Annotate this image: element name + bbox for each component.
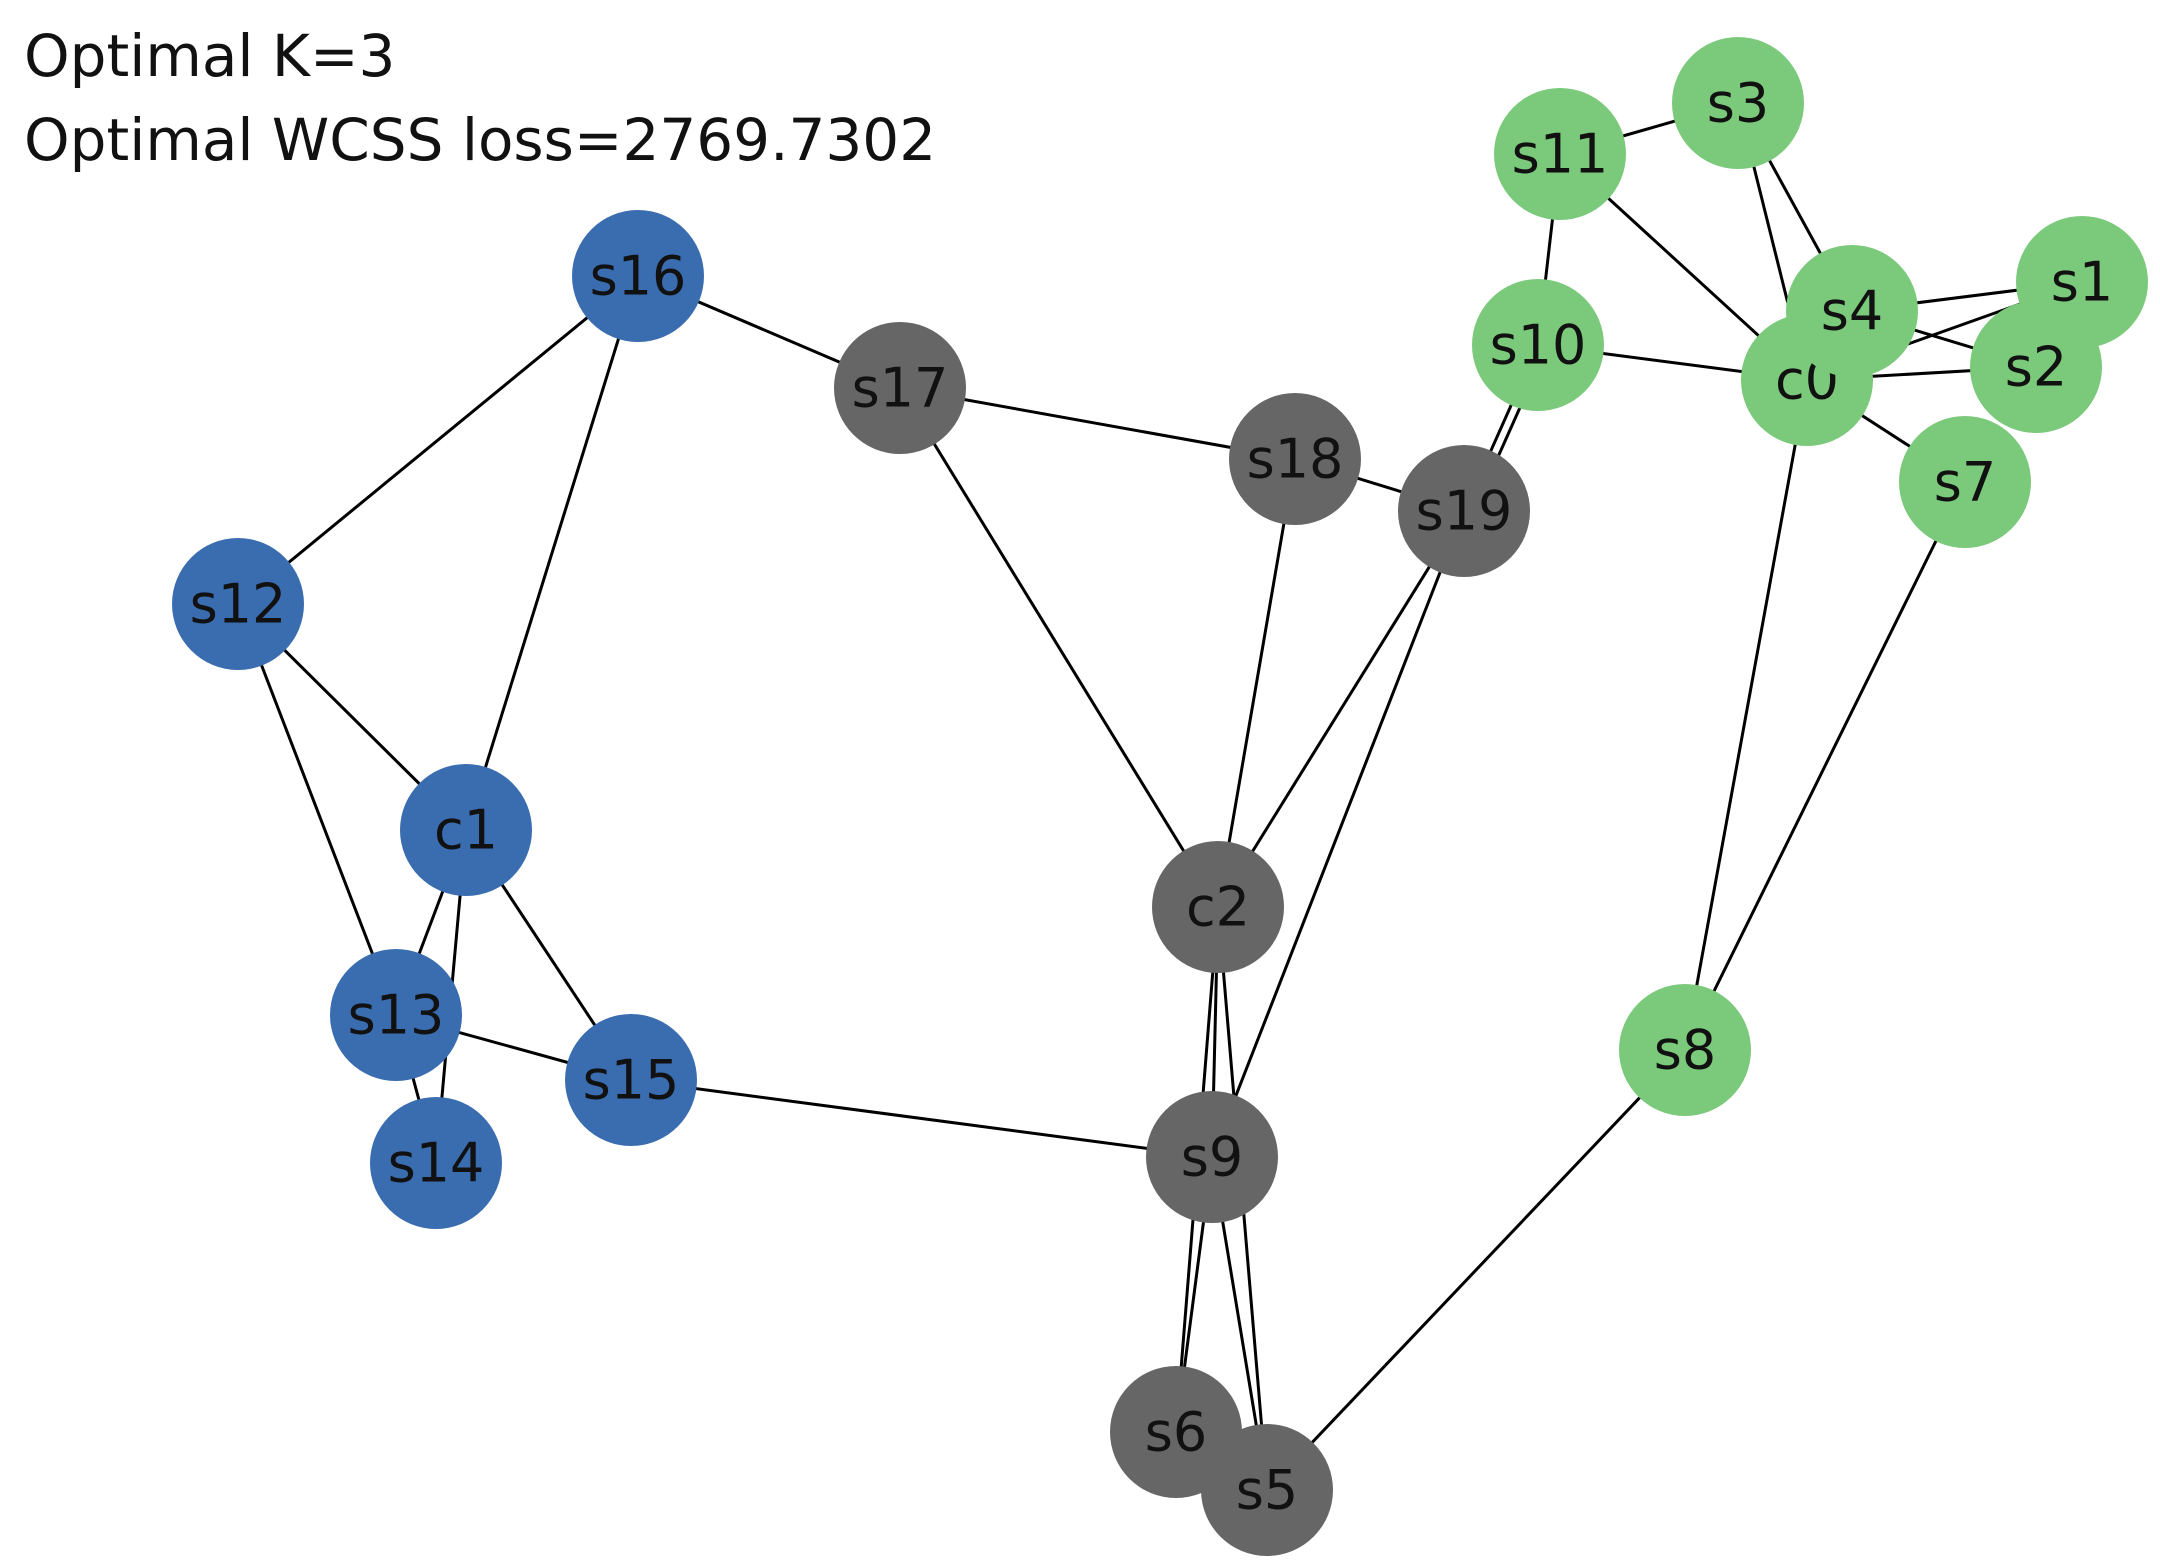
edge-s15-s9 (630, 1078, 1213, 1159)
node-s13: s13 (330, 949, 462, 1081)
edge-s19-s9 (1210, 510, 1466, 1158)
node-circle-s17 (834, 322, 966, 454)
edge-s18-c2 (1216, 458, 1297, 908)
node-c2: c2 (1152, 841, 1284, 973)
edge-s16-c1 (464, 275, 640, 831)
node-circle-s15 (565, 1014, 697, 1146)
node-s2: s2 (1970, 301, 2102, 433)
node-circle-s3 (1672, 37, 1804, 169)
edge-s5-s8 (1265, 1048, 1687, 1492)
node-circle-s14 (370, 1097, 502, 1229)
edge-s19-c2 (1216, 510, 1466, 908)
node-label-s8: s8 (1654, 1019, 1717, 1082)
node-label-s3: s3 (1707, 72, 1770, 135)
optimal-k-caption: Optimal K=3 (24, 22, 396, 90)
node-circle-s9 (1146, 1091, 1278, 1223)
node-label-s2: s2 (2005, 336, 2068, 399)
edge-s16-s12 (237, 274, 639, 606)
node-label-s16: s16 (590, 245, 687, 308)
node-s18: s18 (1229, 393, 1361, 525)
node-circle-s7 (1899, 416, 2031, 548)
node-s15: s15 (565, 1014, 697, 1146)
node-s7: s7 (1899, 416, 2031, 548)
node-label-s12: s12 (190, 573, 287, 636)
node-label-c1: c1 (434, 799, 498, 862)
node-label-s5: s5 (1236, 1459, 1299, 1522)
node-s14: s14 (370, 1097, 502, 1229)
nodes-layer: c0s1s2s3s4s7s8s10s11c1s12s13s14s15s16c2s… (172, 37, 2148, 1556)
node-circle-s6 (1110, 1366, 1242, 1498)
node-label-s13: s13 (348, 984, 445, 1047)
node-circle-s12 (172, 538, 304, 670)
node-label-s15: s15 (583, 1049, 680, 1112)
edge-s17-s18 (899, 386, 1296, 461)
optimal-loss-caption: Optimal WCSS loss=2769.7302 (24, 106, 937, 174)
node-s6: s6 (1110, 1366, 1242, 1498)
node-s9: s9 (1146, 1091, 1278, 1223)
node-label-s19: s19 (1416, 480, 1513, 543)
node-circle-s10 (1472, 279, 1604, 411)
node-circle-s2 (1970, 301, 2102, 433)
node-circle-s11 (1494, 88, 1626, 220)
node-label-s4: s4 (1821, 280, 1884, 343)
node-s12: s12 (172, 538, 304, 670)
node-s17: s17 (834, 322, 966, 454)
node-label-s9: s9 (1181, 1126, 1244, 1189)
node-circle-s19 (1398, 445, 1530, 577)
node-label-s17: s17 (852, 357, 949, 420)
node-circle-s4 (1786, 245, 1918, 377)
node-s8: s8 (1619, 984, 1751, 1116)
edge-s17-c2 (898, 387, 1220, 908)
edge-s12-s13 (236, 603, 398, 1016)
node-c1: c1 (400, 764, 532, 896)
node-s19: s19 (1398, 445, 1530, 577)
node-s3: s3 (1672, 37, 1804, 169)
node-s16: s16 (572, 210, 704, 342)
node-circle-c1 (400, 764, 532, 896)
node-circle-s18 (1229, 393, 1361, 525)
node-label-s6: s6 (1145, 1401, 1208, 1464)
node-s10: s10 (1472, 279, 1604, 411)
edge-s8-s7 (1683, 481, 1967, 1051)
node-label-s11: s11 (1512, 123, 1609, 186)
node-label-s1: s1 (2051, 251, 2114, 314)
node-circle-s8 (1619, 984, 1751, 1116)
node-label-s14: s14 (388, 1132, 485, 1195)
node-label-c2: c2 (1186, 876, 1250, 939)
node-circle-s13 (330, 949, 462, 1081)
node-label-s10: s10 (1490, 314, 1587, 377)
edge-s8-c0 (1683, 379, 1809, 1051)
node-s11: s11 (1494, 88, 1626, 220)
node-label-s18: s18 (1247, 428, 1344, 491)
node-label-s7: s7 (1934, 451, 1997, 514)
node-s4: s4 (1786, 245, 1918, 377)
node-circle-s16 (572, 210, 704, 342)
node-circle-c2 (1152, 841, 1284, 973)
